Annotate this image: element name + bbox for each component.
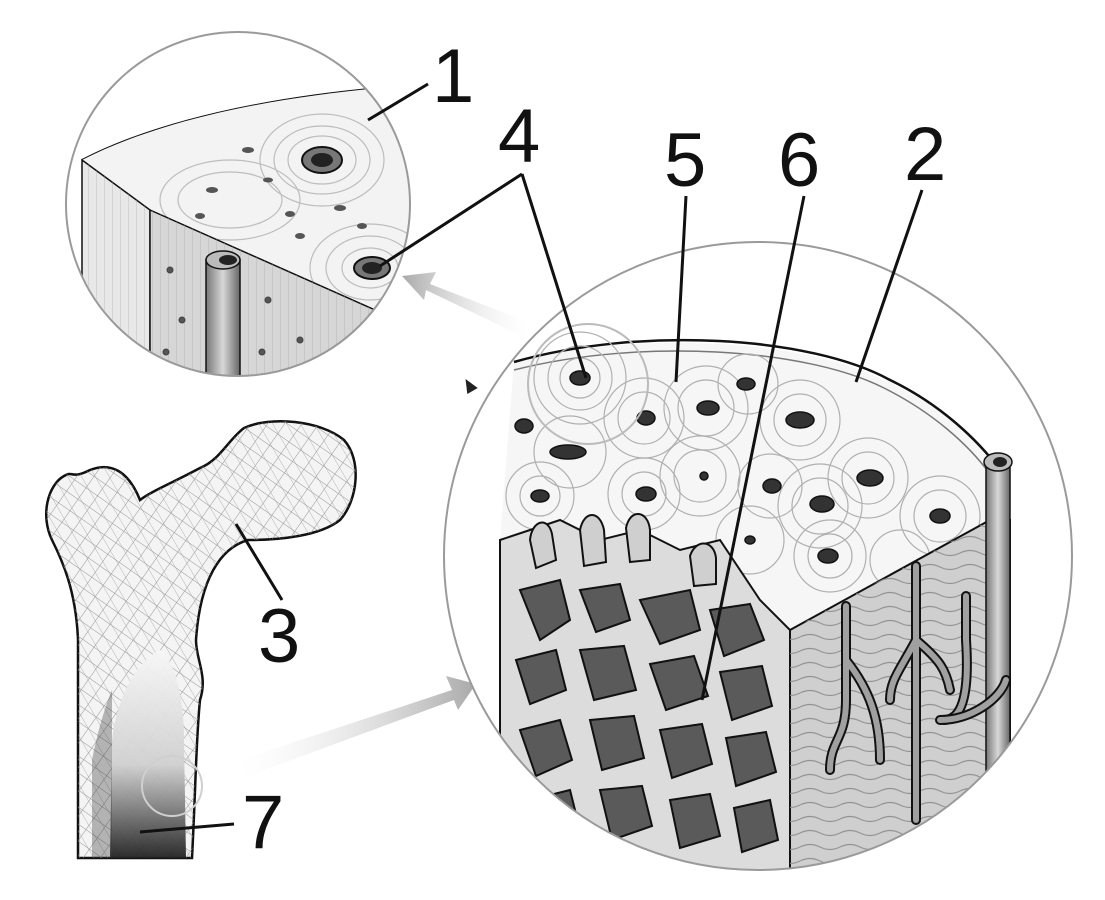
medullary-cavity [110,650,186,858]
blood-vessel [205,259,241,376]
sample-location-circle [141,755,203,817]
label-7: 7 [242,780,284,865]
arrow-to-osteon-detail [402,272,528,336]
label-2: 2 [904,112,946,197]
inset-border [65,31,411,377]
detail-location-circle [527,323,649,445]
label-6: 6 [778,118,820,203]
femur-illustration [44,420,357,860]
number-labels: 1 4 5 6 2 3 7 [242,34,946,865]
zoom-arrows [240,272,528,776]
arrow-to-cross-section [240,676,476,776]
label-1: 1 [432,34,474,119]
label-3: 3 [258,594,300,679]
label-5: 5 [664,118,706,203]
osteon-detail-inset [65,31,411,377]
label-4: 4 [498,94,540,179]
cross-section-inset [443,241,1073,871]
cross-section-border [443,241,1073,871]
trabeculae [514,578,780,854]
periosteal-vessel [985,461,1011,870]
leader-lines [139,82,924,834]
